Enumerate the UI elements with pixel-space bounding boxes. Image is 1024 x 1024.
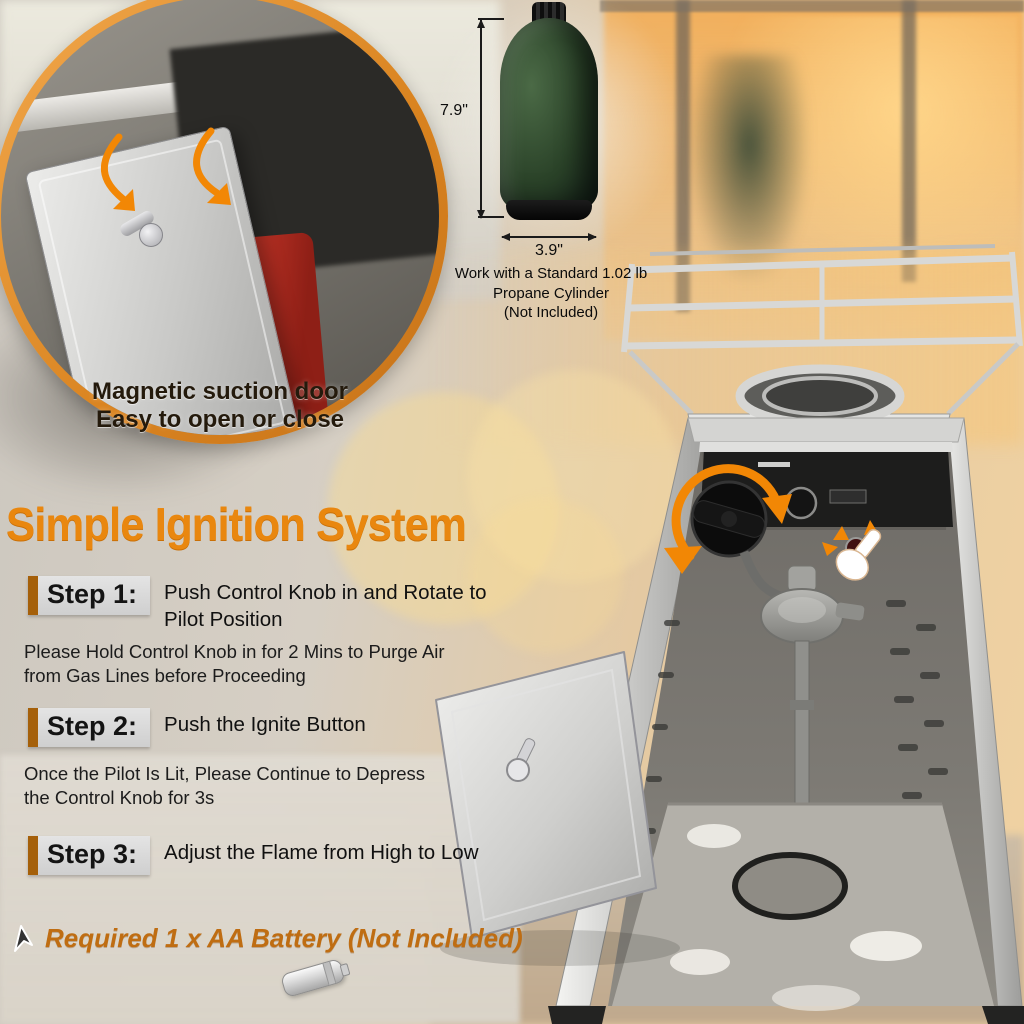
battery-note-text: Required 1 x AA Battery (Not Included): [45, 922, 523, 953]
panel-vent: [758, 462, 790, 467]
propane-cylinder-image: [500, 18, 598, 212]
door-shadow: [440, 930, 680, 966]
step3-text: Adjust the Flame from High to Low: [164, 841, 479, 864]
pointer-arrow-icon: [14, 925, 33, 952]
dimension-tick: [478, 216, 504, 218]
window-frame-top: [600, 0, 1024, 12]
page-title: Simple Ignition System: [6, 498, 467, 550]
gas-pipe: [794, 640, 810, 814]
inset-caption: Magnetic suction door Easy to open or cl…: [0, 378, 448, 435]
inset-caption-line1: Magnetic suction door: [91, 378, 348, 405]
step2-chip: Step 2:: [28, 708, 151, 747]
arrow-left-icon: [501, 233, 510, 241]
step3-chip: Step 3:: [28, 836, 151, 875]
burner-ring-inner: [762, 376, 878, 416]
hand-click-icon: [835, 528, 882, 581]
step3-label: Step 3:: [47, 839, 138, 869]
panel-label-plate: [829, 489, 867, 504]
step1-row: Step 1: Push Control Knob in and Rotate …: [28, 576, 509, 633]
step1-note: Please Hold Control Knob in for 2 Mins t…: [24, 641, 445, 687]
control-knob: [690, 480, 768, 558]
cylinder-caption-line2: Propane Cylinder: [493, 284, 609, 302]
control-panel-lip: [699, 442, 953, 452]
arrow-down-icon: [477, 210, 485, 219]
cylinder-caption-line3: (Not Included): [503, 304, 599, 321]
inset-caption-line2: Easy to open or close: [95, 406, 345, 434]
dimension-tick: [478, 18, 504, 20]
inset-door-handle: [139, 223, 163, 247]
heater-rack: [621, 244, 1023, 416]
soft-highlight-circle: [468, 498, 623, 653]
pipe-bracket: [790, 700, 814, 710]
step2-text: Push the Ignite Button: [164, 713, 366, 736]
cylinder-caption: Work with a Standard 1.02 lb Propane Cyl…: [422, 264, 680, 323]
soft-highlight-circle: [468, 370, 680, 582]
background-floor: [0, 755, 520, 1024]
height-dimension-label: 7.9": [440, 102, 468, 119]
background-plant: [692, 55, 807, 280]
heater-top-bar: [687, 417, 965, 443]
propane-cylinder-figure: 7.9" 3.9" Work with a Standard 1.02 lb P…: [436, 0, 680, 321]
arrow-up-icon: [477, 19, 485, 28]
door-handle: [506, 738, 536, 782]
magnetic-door-inset: Magnetic suction door Easy to open or cl…: [0, 0, 448, 444]
regulator-highlight: [778, 597, 826, 623]
battery-requirement: Required 1 x AA Battery (Not Included): [10, 922, 523, 954]
open-door: [435, 651, 657, 939]
width-dimension-line: [501, 233, 597, 241]
soft-highlight-circle: [328, 392, 560, 624]
step1-text: Push Control Knob in and Rotate to Pilot…: [164, 581, 487, 631]
cylinder-base: [506, 200, 592, 220]
step2-row: Step 2: Push the Ignite Button: [28, 708, 366, 747]
pilot-indicator: [784, 486, 818, 520]
window-frame-bar: [902, 0, 916, 282]
cylinder-caption-line1: Work with a Standard 1.02 lb: [454, 265, 648, 282]
door-swing-arrows-icon: [100, 127, 231, 211]
arrow-right-icon: [588, 233, 597, 241]
base-reflection: [850, 931, 922, 961]
width-dimension-label: 3.9": [535, 242, 563, 259]
step2-label: Step 2:: [47, 711, 138, 741]
magnetic-door-photo: [1, 0, 439, 435]
burner-base-ring: [732, 852, 848, 920]
heater-foot: [982, 1006, 1024, 1024]
step2-note: Once the Pilot Is Lit, Please Continue t…: [24, 763, 426, 809]
base-reflection: [670, 949, 730, 975]
regulator-nut: [835, 602, 865, 621]
heater-foot: [548, 1006, 606, 1024]
base-reflection: [687, 824, 741, 848]
step1-label: Step 1:: [47, 579, 138, 609]
step1-chip: Step 1:: [28, 576, 151, 615]
battery-ring: [322, 961, 337, 985]
step3-row: Step 3: Adjust the Flame from High to Lo…: [28, 836, 479, 875]
base-reflection: [772, 985, 860, 1011]
height-dimension-line: [477, 19, 485, 219]
rotate-arrow-icon: [664, 464, 792, 574]
